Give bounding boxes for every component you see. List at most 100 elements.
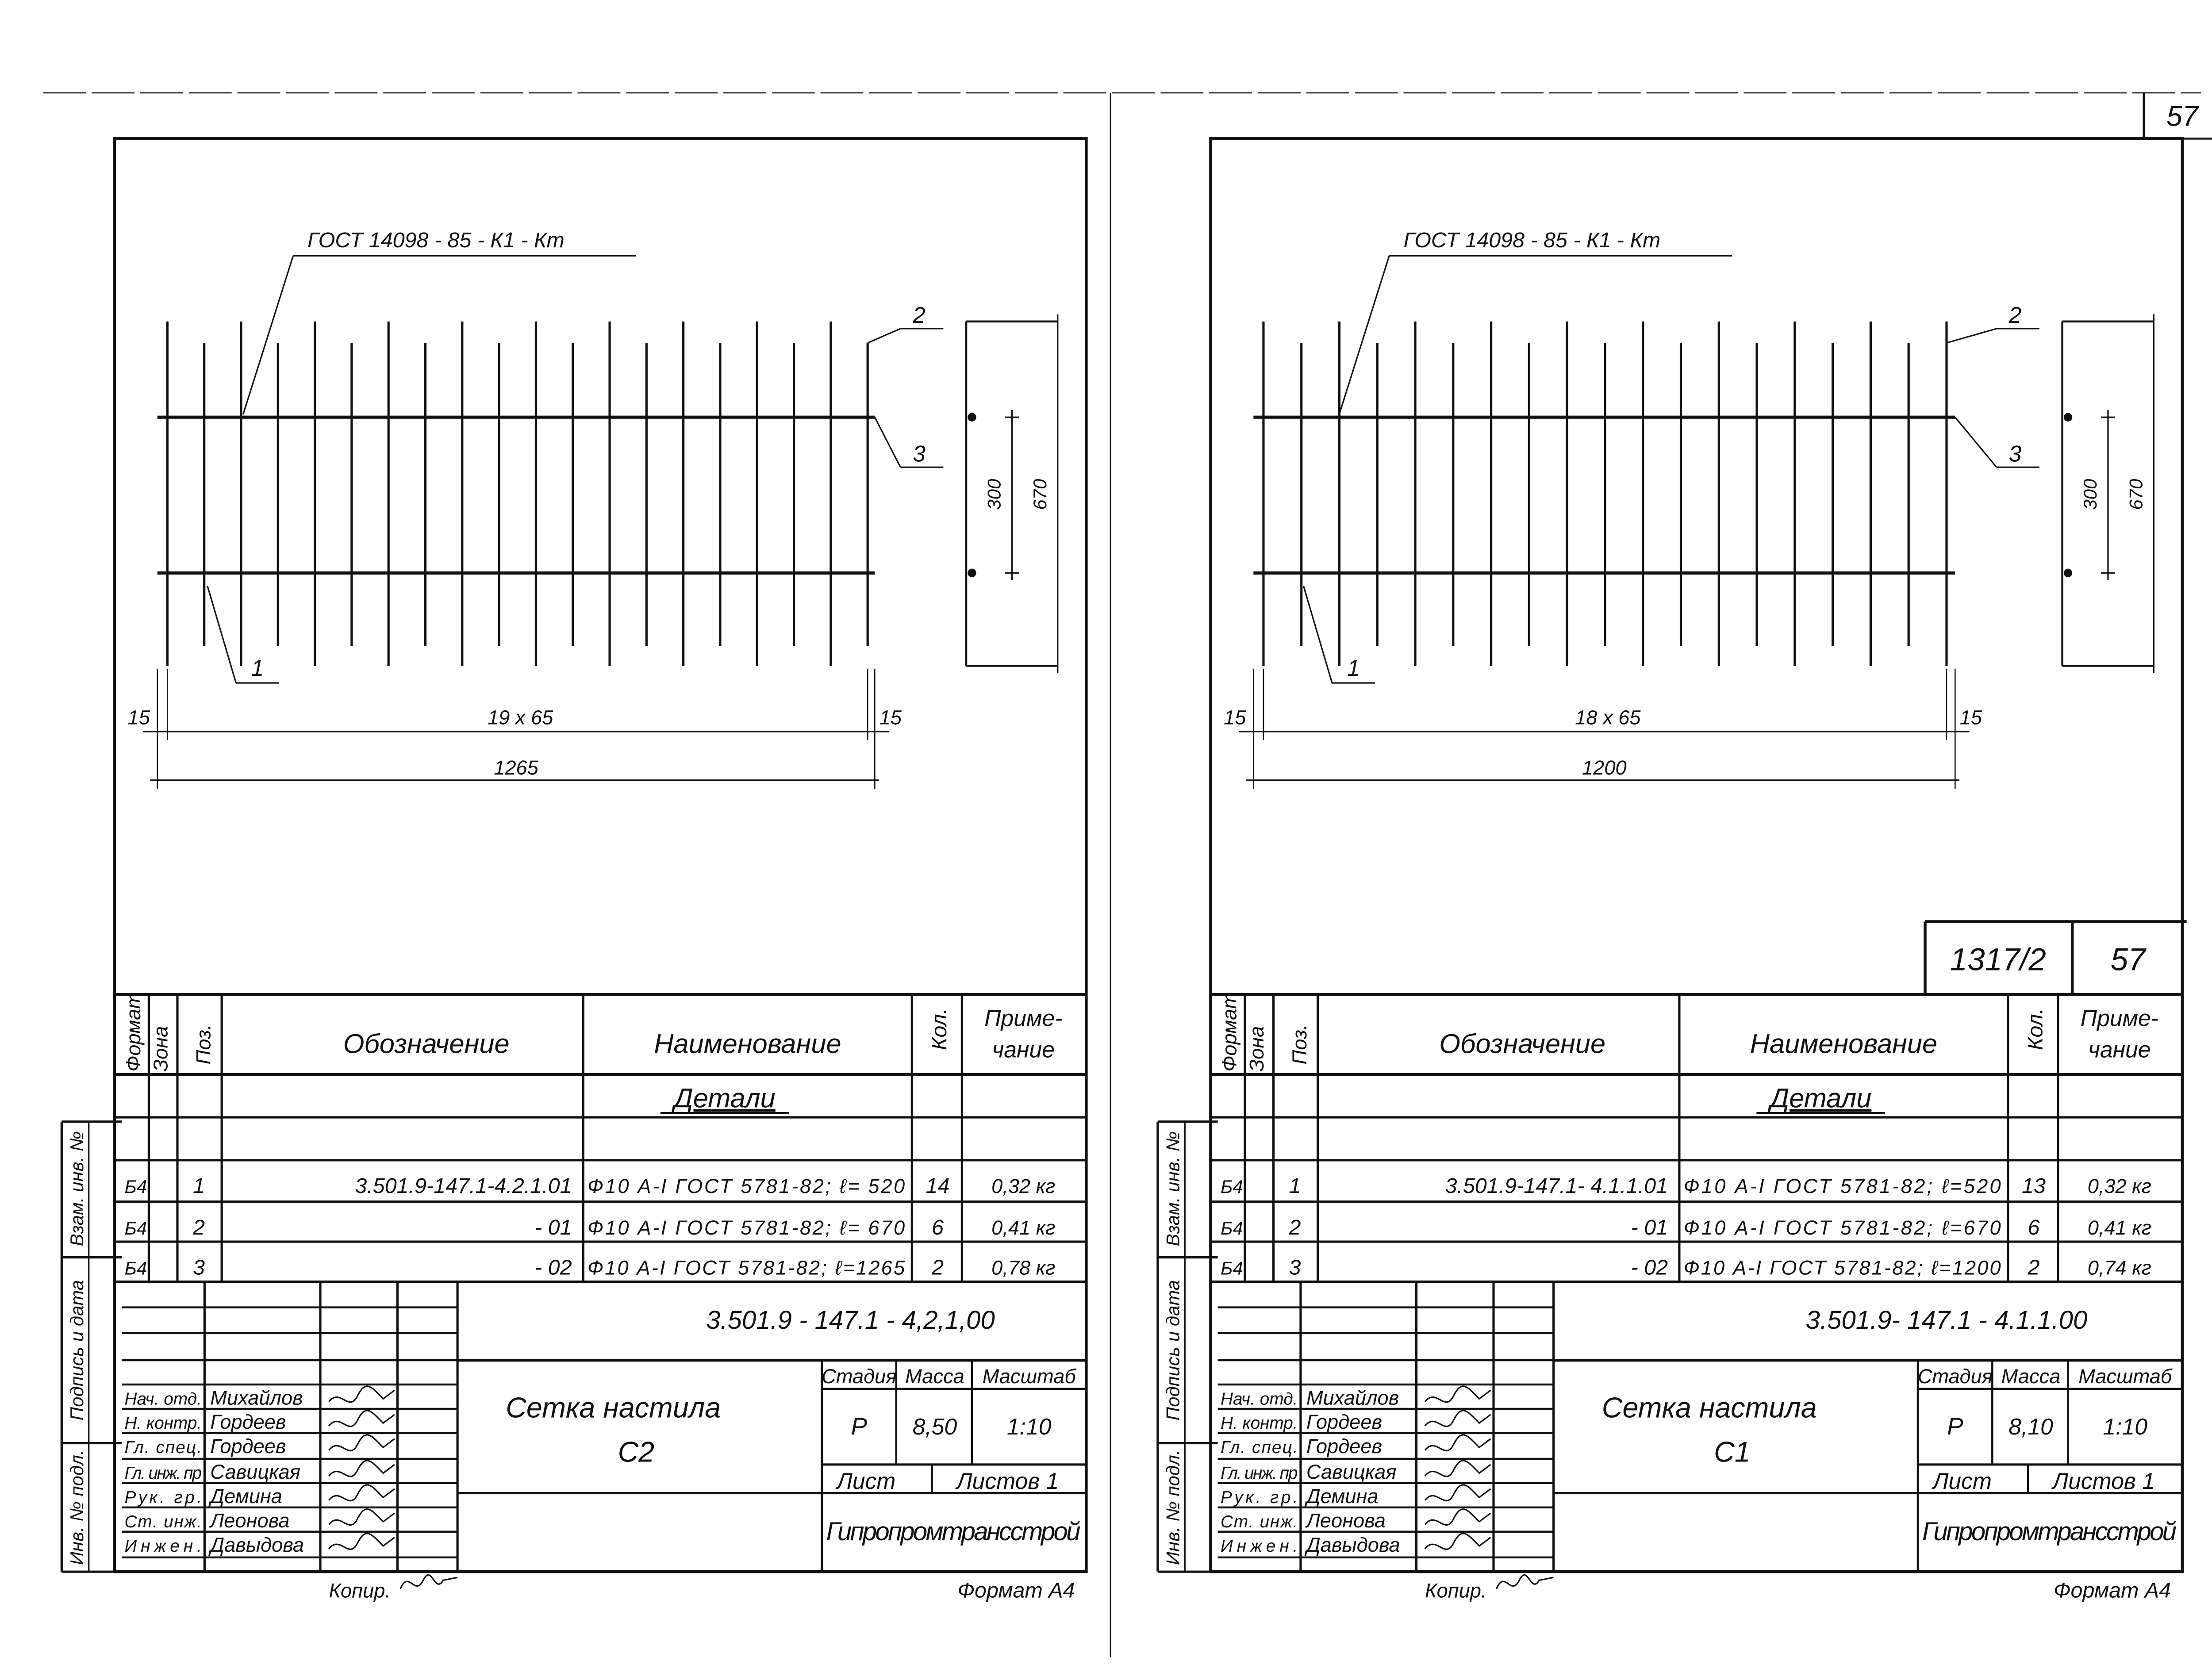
leader-line xyxy=(1338,255,1390,415)
sheet-frame xyxy=(1209,137,2184,1573)
weld-spec-label: ГОСТ 14098 - 85 - К1 - Кт xyxy=(307,228,565,252)
page-number: 57 xyxy=(2166,100,2199,132)
staff-name: Гордеев xyxy=(1306,1411,1382,1433)
staff-role: Инжен. xyxy=(124,1537,201,1556)
row-position: 1 xyxy=(1289,1174,1301,1198)
stage-value: Р xyxy=(851,1412,867,1440)
staff-name: Леонова xyxy=(209,1509,289,1532)
document-code: 3.501.9- 147.1 - 4.1.1.00 xyxy=(1806,1306,2088,1335)
position-label-1: 1 xyxy=(1347,655,1360,681)
scale-value: 1:10 xyxy=(2103,1414,2147,1439)
leader-line xyxy=(1955,417,1997,468)
sheets-count: Листов 1 xyxy=(955,1468,1059,1494)
staff-role: Н. контр. xyxy=(1221,1414,1298,1433)
copier-signature xyxy=(1495,1574,1554,1589)
signature xyxy=(328,1410,395,1427)
organization: Гипропромтрансстрой xyxy=(826,1517,1081,1546)
stamp-inventory: Инв. № подл. xyxy=(66,1450,87,1565)
signature xyxy=(328,1533,395,1550)
row-format: Б4 xyxy=(124,1258,147,1278)
header-note-2: чание xyxy=(2088,1036,2151,1062)
row-format: Б4 xyxy=(1221,1176,1243,1197)
drawing-title: Сетка настила xyxy=(506,1392,721,1423)
signature xyxy=(1424,1484,1491,1502)
leader-line xyxy=(1302,585,1333,683)
weld-spec-label: ГОСТ 14098 - 85 - К1 - Кт xyxy=(1403,228,1660,252)
row-format: Б4 xyxy=(124,1176,147,1197)
drawing-mark: С1 xyxy=(1714,1436,1751,1468)
staff-name: Гордеев xyxy=(210,1411,286,1433)
signature xyxy=(328,1434,395,1452)
bar-section xyxy=(2063,568,2073,577)
row-quantity: 6 xyxy=(932,1216,944,1239)
dim-edge-right: 15 xyxy=(879,706,902,729)
sheet-label: Лист xyxy=(835,1468,895,1494)
copied-label: Копир. xyxy=(329,1579,391,1602)
section-details: Детали xyxy=(672,1083,776,1113)
organization: Гипропромтрансстрой xyxy=(1922,1517,2177,1546)
row-name: Ф10 А-I ГОСТ 5781-82; ℓ= 670 xyxy=(588,1216,905,1239)
signature xyxy=(1424,1434,1491,1452)
staff-name: Леонова xyxy=(1305,1509,1386,1532)
dim-edge-left: 15 xyxy=(128,706,150,729)
row-name: Ф10 А-I ГОСТ 5781-82; ℓ=520 xyxy=(1684,1175,2001,1197)
staff-name: Демина xyxy=(1304,1485,1379,1507)
format-label: Формат А4 xyxy=(958,1578,1075,1602)
staff-name: Гордеев xyxy=(1306,1435,1382,1457)
dim-inner: 300 xyxy=(2080,479,2101,510)
header-name: Наименование xyxy=(1750,1029,1937,1059)
staff-role: Ст. инж. xyxy=(1221,1512,1298,1531)
staff-role: Рук. гр. xyxy=(1221,1488,1298,1507)
stage-label: Стадия xyxy=(1918,1365,1993,1388)
leader-line xyxy=(867,328,901,344)
staff-name: Давыдова xyxy=(208,1534,304,1556)
row-designation: 3.501.9-147.1-4.2.1.01 xyxy=(355,1174,572,1198)
copier-signature xyxy=(399,1574,458,1589)
staff-role: Гл. инж. пр xyxy=(124,1464,201,1483)
staff-role: Н. контр. xyxy=(124,1414,201,1433)
row-format: Б4 xyxy=(124,1218,147,1239)
staff-role: Инжен. xyxy=(1221,1537,1298,1556)
position-label-2: 2 xyxy=(2008,302,2022,328)
header-note: Приме- xyxy=(2081,1005,2158,1031)
staff-name: Савицкая xyxy=(1306,1461,1397,1483)
header-name: Наименование xyxy=(654,1029,841,1059)
bar-section xyxy=(968,568,976,577)
header-designation: Обозначение xyxy=(1439,1029,1605,1059)
mass-value: 8,50 xyxy=(913,1414,957,1439)
page-frame: 57 xyxy=(43,92,2212,1658)
position-label-3: 3 xyxy=(913,441,926,466)
row-position: 2 xyxy=(192,1216,205,1239)
staff-name: Михайлов xyxy=(210,1386,303,1409)
mass-label: Масса xyxy=(2001,1365,2061,1388)
staff-name: Савицкая xyxy=(210,1461,300,1483)
leader-line xyxy=(242,255,294,415)
row-quantity: 2 xyxy=(2028,1255,2040,1279)
staff-name: Демина xyxy=(208,1485,282,1507)
format-label: Формат А4 xyxy=(2054,1578,2171,1602)
row-quantity: 14 xyxy=(926,1174,950,1198)
row-name: Ф10 А-I ГОСТ 5781-82; ℓ=1200 xyxy=(1684,1256,2001,1279)
row-designation: 3.501.9-147.1- 4.1.1.01 xyxy=(1445,1174,1668,1198)
header-zone: Зона xyxy=(149,1026,172,1072)
row-quantity: 6 xyxy=(2028,1216,2040,1239)
header-zone: Зона xyxy=(1245,1026,1268,1072)
row-name: Ф10 А-I ГОСТ 5781-82; ℓ=670 xyxy=(1684,1216,2001,1239)
row-designation: - 01 xyxy=(1631,1216,1668,1239)
signature xyxy=(328,1385,395,1403)
header-note: Приме- xyxy=(984,1005,1062,1031)
dim-spacing: 19 x 65 xyxy=(488,706,553,729)
signature xyxy=(328,1508,395,1526)
bar-section xyxy=(2063,413,2073,422)
position-label-3: 3 xyxy=(2009,441,2022,466)
row-position: 3 xyxy=(1289,1255,1301,1279)
row-note: 0,41 кг xyxy=(2088,1216,2151,1239)
